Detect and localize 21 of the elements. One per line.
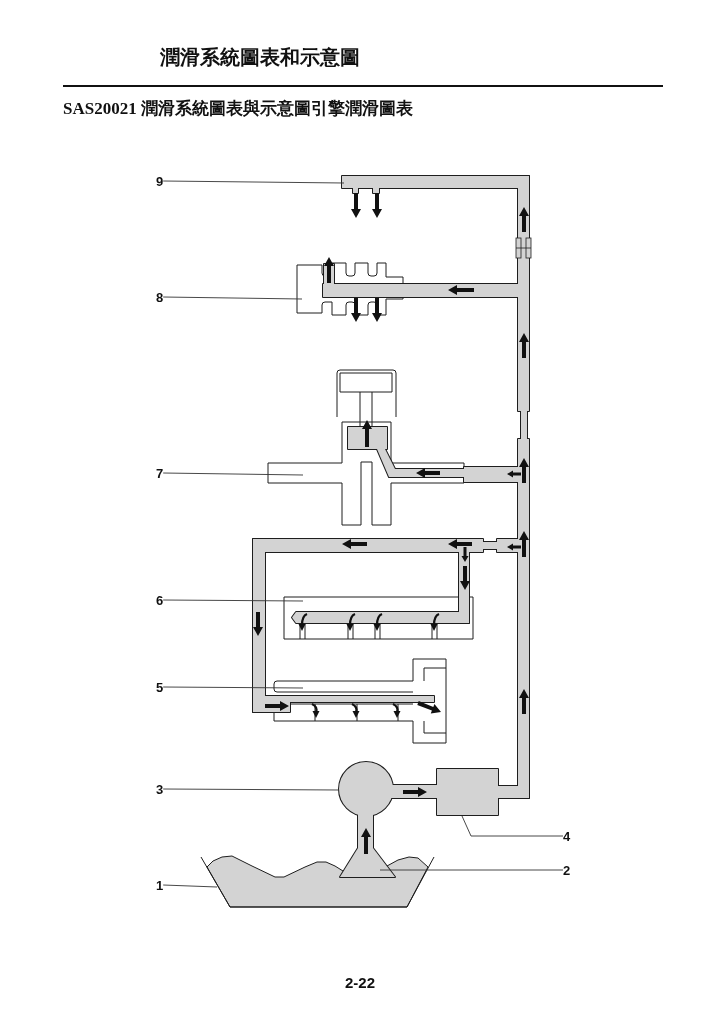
callout-number: 7	[156, 466, 164, 480]
callout-number: 6	[156, 593, 164, 607]
leader-line	[162, 599, 304, 602]
leader-line	[379, 869, 564, 871]
leader-line	[162, 296, 303, 300]
callout-number: 4	[563, 829, 571, 843]
leader-line	[461, 815, 564, 837]
callout-number: 2	[563, 863, 571, 877]
callout-number: 3	[156, 782, 164, 796]
leader-line	[162, 884, 218, 888]
leader-line	[162, 686, 304, 689]
leader-line	[162, 180, 345, 184]
leader-line	[162, 788, 340, 791]
callout-number: 5	[156, 680, 164, 694]
callout-number: 1	[156, 878, 164, 892]
leader-line	[162, 472, 304, 476]
callout-number: 8	[156, 290, 164, 304]
callout-number: 9	[156, 174, 164, 188]
section-heading: SAS20021 潤滑系統圖表與示意圖引擎潤滑圖表	[63, 99, 413, 119]
page-header: 潤滑系統圖表和示意圖	[160, 46, 360, 69]
page-number: 2-22	[345, 974, 376, 992]
